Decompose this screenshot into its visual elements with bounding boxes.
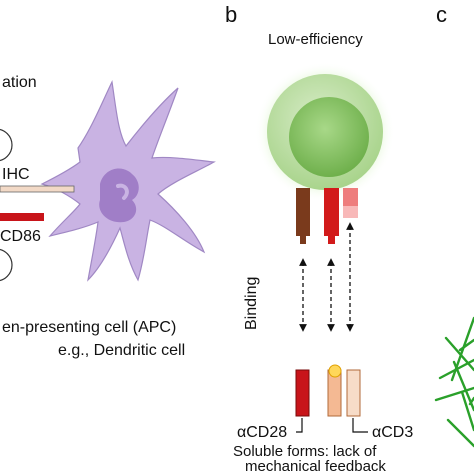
cd86-bar xyxy=(0,213,44,221)
apc-cell xyxy=(40,80,216,282)
panel-b-title: Low-efficiency xyxy=(268,31,363,48)
apc-nucleus-fold xyxy=(116,183,129,200)
mhc-label: IHC xyxy=(2,166,30,183)
tcr-receptor-red xyxy=(324,188,339,244)
acd3-label: αCD3 xyxy=(372,424,414,441)
acd28-antibody xyxy=(295,369,310,417)
t-cell-nucleus xyxy=(289,97,369,177)
left-circle-top xyxy=(0,128,13,162)
acd3-leader xyxy=(352,418,368,433)
tcr-receptor-pink-cap xyxy=(343,206,358,218)
apc-label-line1: en-presenting cell (APC) xyxy=(2,319,177,336)
caption-line1: Soluble forms: lack of xyxy=(233,443,377,460)
acd3-antibody-dot xyxy=(328,364,342,378)
panel-letter-b: b xyxy=(225,2,238,27)
fiber-network xyxy=(434,316,474,448)
apc-nucleus xyxy=(99,168,139,223)
mhc-bar xyxy=(0,185,75,193)
left-circle-bottom xyxy=(0,248,13,282)
caption-line2: mechanical feedback xyxy=(245,458,386,475)
panel-letter-c: c xyxy=(436,2,447,27)
binding-label: Binding xyxy=(243,276,260,330)
acd28-leader xyxy=(296,418,303,433)
t-cell xyxy=(255,62,395,202)
activation-label: ation xyxy=(2,74,37,91)
acd3-antibody-light xyxy=(346,369,361,417)
apc-label-line2: e.g., Dendritic cell xyxy=(58,342,186,359)
cd86-label: CD86 xyxy=(0,228,41,245)
cd28-receptor xyxy=(296,188,310,244)
acd28-label: αCD28 xyxy=(237,424,288,441)
